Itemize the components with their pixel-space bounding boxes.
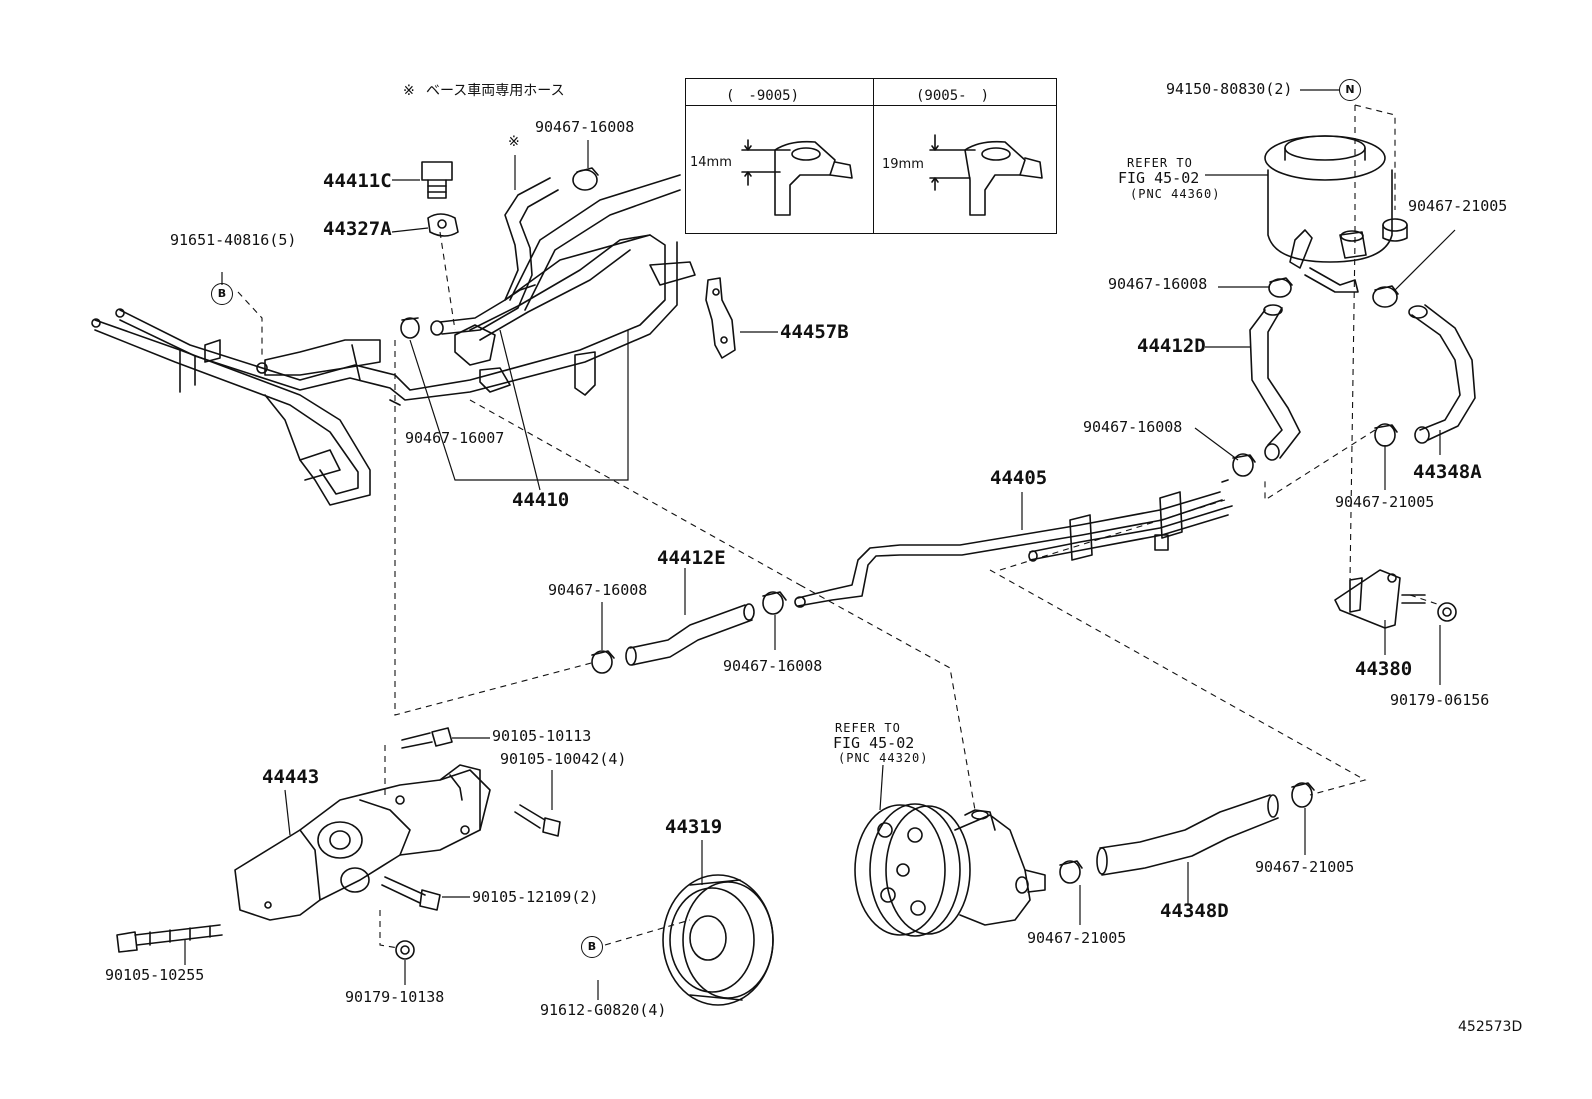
label-90105-10255: 90105-10255	[105, 966, 205, 984]
inset-left-header: ( -9005)	[726, 88, 800, 104]
label-90467-21005-d: 90467-21005	[1255, 858, 1355, 876]
inset-drawing-left	[741, 139, 853, 216]
label-90467-21005-b: 90467-21005	[1335, 493, 1435, 511]
label-91612-g0820: 91612-G0820(4)	[540, 1001, 667, 1019]
bolts-bracket	[116, 727, 561, 953]
label-90105-10042: 90105-10042(4)	[500, 750, 627, 768]
label-44380: 44380	[1355, 658, 1413, 680]
note-symbol: ※	[403, 83, 415, 99]
label-90467-16007: 90467-16007	[405, 429, 505, 447]
label-90467-16008-top: 90467-16008	[535, 118, 635, 136]
power-steering-pump	[854, 803, 1046, 937]
hose-clamps-mid	[1232, 423, 1398, 477]
inset-divider	[873, 79, 874, 233]
figure-id: 452573D	[1458, 1019, 1523, 1035]
inset-header-line	[686, 105, 1056, 106]
hose-clamps-lower-left	[591, 591, 787, 674]
label-90467-16008-res: 90467-16008	[1108, 275, 1208, 293]
label-90467-21005-c: 90467-21005	[1027, 929, 1127, 947]
label-94150-80830: 94150-80830(2)	[1166, 80, 1293, 98]
label-44348d: 44348D	[1160, 900, 1229, 922]
label-90467-16008-mid: 90467-16008	[1083, 418, 1183, 436]
hose-44348d	[1096, 794, 1279, 876]
reservoir	[1264, 135, 1408, 293]
pulley-44319	[662, 874, 774, 1006]
label-44319: 44319	[665, 816, 723, 838]
inset-table: ( -9005) (9005- )	[685, 78, 1057, 234]
inset-right-header: (9005- )	[916, 88, 990, 104]
marker-b-bottom: B	[581, 936, 603, 958]
pressure-pipe-assembly	[91, 174, 696, 506]
label-44411c: 44411C	[323, 170, 392, 192]
hose-clamp-16007	[400, 317, 420, 339]
refer-pump-line1: REFER TO	[835, 721, 901, 735]
refer-pump-line3: (PNC 44320)	[838, 751, 929, 765]
hose-clamp-pump	[1059, 860, 1083, 884]
marker-b-top: B	[211, 283, 233, 305]
label-44412e: 44412E	[657, 547, 726, 569]
label-90467-16008-left: 90467-16008	[548, 581, 648, 599]
refer-reservoir-line1: REFER TO	[1127, 156, 1193, 170]
refer-reservoir-line3: (PNC 44360)	[1130, 187, 1221, 201]
pump-bracket-44443	[234, 764, 491, 921]
hose-44412d	[1249, 304, 1301, 461]
inset-left-dimension: 14mm	[690, 155, 732, 170]
leader-lines	[184, 89, 1456, 1000]
label-44457b: 44457B	[780, 321, 849, 343]
inset-drawing-right	[929, 134, 1043, 216]
label-90179-06156: 90179-06156	[1390, 691, 1490, 709]
dashed-lines	[237, 104, 1441, 949]
note-text: ベース車両専用ホース	[426, 83, 565, 99]
bracket-44380	[1334, 569, 1426, 629]
label-90467-21005-a: 90467-21005	[1408, 197, 1508, 215]
base-vehicle-hose	[430, 177, 559, 336]
refer-pump-line2: FIG 45-02	[833, 734, 915, 752]
bracket-44457b	[705, 277, 736, 359]
hose-44348a	[1408, 304, 1476, 444]
hose-clamp-top	[572, 167, 599, 191]
hose-44412e	[625, 603, 755, 666]
label-44348a: 44348A	[1413, 461, 1482, 483]
label-44410: 44410	[512, 489, 570, 511]
label-44405: 44405	[990, 467, 1048, 489]
label-90179-10138: 90179-10138	[345, 988, 445, 1006]
label-91651-40816: 91651-40816(5)	[170, 231, 297, 249]
nut-90179-10138	[395, 940, 415, 960]
label-90467-16008-low: 90467-16008	[723, 657, 823, 675]
inset-right-dimension: 19mm	[882, 157, 924, 172]
label-asterisk: ※	[508, 134, 520, 150]
label-90105-10113: 90105-10113	[492, 727, 592, 745]
marker-n: N	[1339, 79, 1361, 101]
clamp-44327a	[427, 213, 459, 237]
label-90105-12109: 90105-12109(2)	[472, 888, 599, 906]
label-44443: 44443	[262, 766, 320, 788]
return-pipe-44405	[794, 479, 1233, 608]
bolt-44411c	[421, 161, 453, 199]
refer-reservoir-line2: FIG 45-02	[1118, 169, 1200, 187]
label-44327a: 44327A	[323, 218, 392, 240]
label-44412d: 44412D	[1137, 335, 1206, 357]
nut-90179-06156	[1437, 602, 1457, 622]
reservoir-clamps	[1268, 277, 1399, 308]
